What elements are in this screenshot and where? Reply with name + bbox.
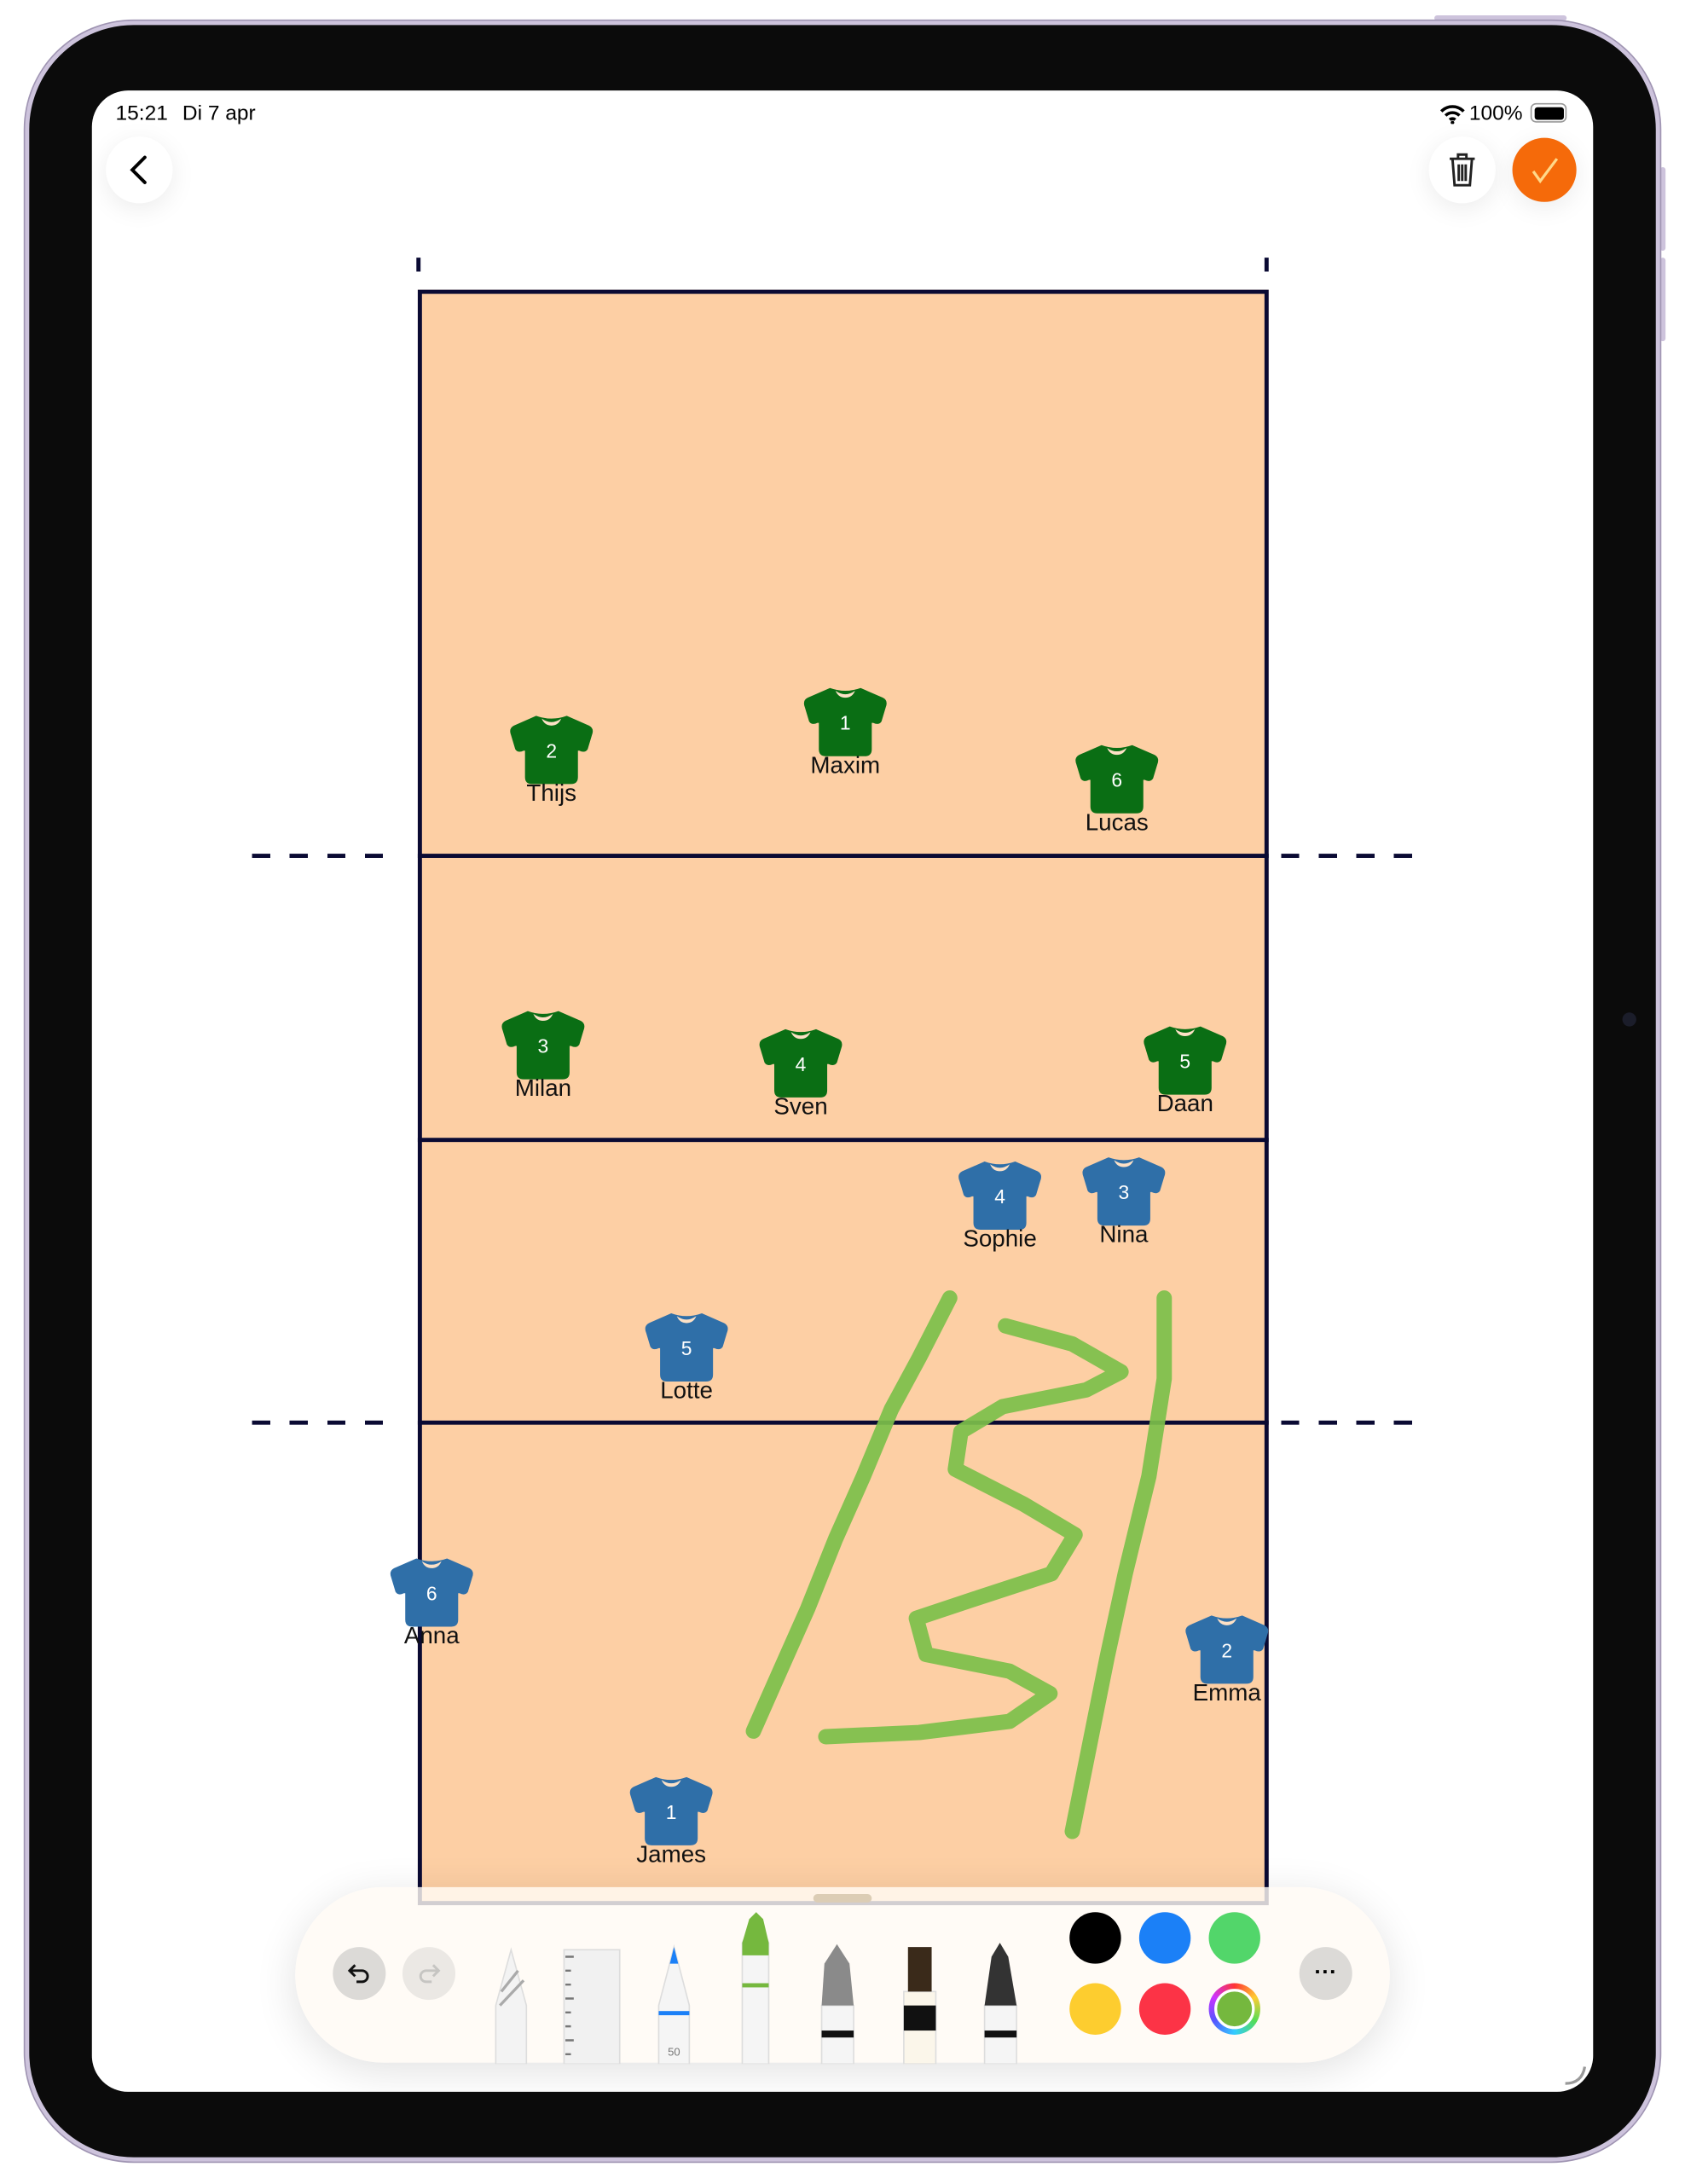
player-name: Nina — [1099, 1221, 1149, 1248]
player-name: James — [636, 1840, 707, 1868]
volume-button — [1659, 166, 1666, 251]
attack-line-extension — [1281, 854, 1416, 858]
jersey-icon: 3 — [501, 1011, 585, 1080]
ellipsis-icon: ... — [1314, 1955, 1338, 1979]
back-button[interactable] — [106, 136, 173, 204]
jersey-number: 6 — [1111, 769, 1122, 791]
watercolor-tool[interactable] — [983, 1943, 1017, 2065]
brush-tool[interactable] — [903, 1947, 937, 2065]
confirm-button[interactable] — [1512, 137, 1577, 202]
undo-button[interactable] — [333, 1947, 386, 2001]
player-name: Maxim — [810, 751, 881, 779]
marker-tool[interactable] — [741, 1911, 770, 2065]
court-tick-right — [1264, 258, 1269, 272]
jersey-number: 3 — [538, 1035, 549, 1057]
player-name: Sven — [773, 1092, 828, 1121]
player-name: Emma — [1192, 1679, 1261, 1706]
jersey-number: 1 — [666, 1801, 677, 1823]
jersey-number: 5 — [1179, 1051, 1190, 1073]
chevron-left-icon — [130, 155, 147, 184]
jersey-icon: 5 — [1144, 1026, 1227, 1095]
pen-width-label: 50 — [668, 2045, 680, 2058]
jersey-number: 2 — [1221, 1639, 1232, 1661]
jersey-icon: 2 — [1185, 1615, 1269, 1684]
volume-button — [1659, 258, 1666, 342]
attack-line-bottom — [417, 1420, 1269, 1425]
player-name: Lucas — [1085, 808, 1149, 836]
checkmark-icon — [1532, 158, 1559, 184]
trash-icon — [1450, 153, 1475, 187]
jersey-number: 5 — [681, 1337, 692, 1359]
ruler-tool[interactable] — [563, 1949, 621, 2065]
power-button — [1434, 14, 1567, 21]
pencil-tool[interactable] — [495, 1947, 528, 2065]
jersey-icon: 1 — [803, 687, 887, 756]
jersey-icon: 1 — [629, 1776, 713, 1845]
player-name: Milan — [514, 1075, 572, 1102]
jersey-icon: 5 — [645, 1313, 728, 1382]
jersey-icon: 4 — [958, 1162, 1042, 1231]
color-picker-selected[interactable] — [1208, 1983, 1260, 2035]
player-name: Thijs — [526, 779, 577, 807]
drawing-canvas[interactable] — [92, 90, 1593, 2092]
jersey-number: 1 — [840, 712, 851, 734]
jersey-number: 6 — [426, 1582, 437, 1604]
drawn-stroke — [1064, 1290, 1173, 1839]
resize-corner-icon — [1565, 2066, 1587, 2085]
jersey-icon: 2 — [510, 715, 594, 785]
attack-line-top — [417, 854, 1269, 858]
redo-icon — [419, 1964, 441, 1984]
jersey-icon: 6 — [1075, 744, 1159, 814]
court-tick-left — [416, 258, 421, 272]
undo-icon — [347, 1964, 369, 1984]
color-green[interactable] — [1208, 1912, 1260, 1964]
color-blue[interactable] — [1138, 1912, 1191, 1964]
jersey-icon: 3 — [1082, 1157, 1166, 1226]
attack-line-extension — [1281, 1420, 1416, 1425]
pen-tool[interactable]: 50 — [657, 1944, 691, 2065]
attack-line-extension — [252, 854, 388, 858]
more-button[interactable]: ... — [1299, 1947, 1352, 2001]
color-red[interactable] — [1138, 1983, 1191, 2035]
battery-icon — [1530, 102, 1567, 123]
player-name: Anna — [403, 1622, 460, 1649]
fountain-pen-tool[interactable] — [820, 1944, 854, 2065]
jersey-number: 4 — [994, 1185, 1005, 1208]
delete-button[interactable] — [1428, 136, 1496, 204]
net-line — [417, 1138, 1269, 1143]
wifi-icon — [1439, 105, 1465, 125]
drawn-stroke — [818, 1318, 1129, 1745]
attack-line-extension — [252, 1420, 388, 1425]
player-name: Sophie — [963, 1225, 1037, 1253]
toolbar-drag-handle[interactable] — [813, 1894, 872, 1903]
status-date: Di 7 apr — [182, 101, 256, 125]
jersey-number: 2 — [546, 739, 557, 762]
front-camera — [1622, 1012, 1636, 1027]
status-time: 15:21 — [115, 101, 168, 125]
jersey-number: 3 — [1119, 1181, 1130, 1203]
jersey-icon: 6 — [390, 1558, 473, 1627]
battery-percent: 100% — [1468, 101, 1523, 125]
player-name: Lotte — [660, 1377, 713, 1405]
drawn-stroke — [745, 1290, 958, 1739]
color-black[interactable] — [1069, 1912, 1121, 1964]
color-yellow[interactable] — [1069, 1983, 1121, 2035]
jersey-icon: 4 — [759, 1028, 842, 1098]
player-name: Daan — [1156, 1090, 1213, 1117]
redo-button[interactable] — [402, 1947, 456, 2001]
jersey-number: 4 — [796, 1053, 807, 1075]
